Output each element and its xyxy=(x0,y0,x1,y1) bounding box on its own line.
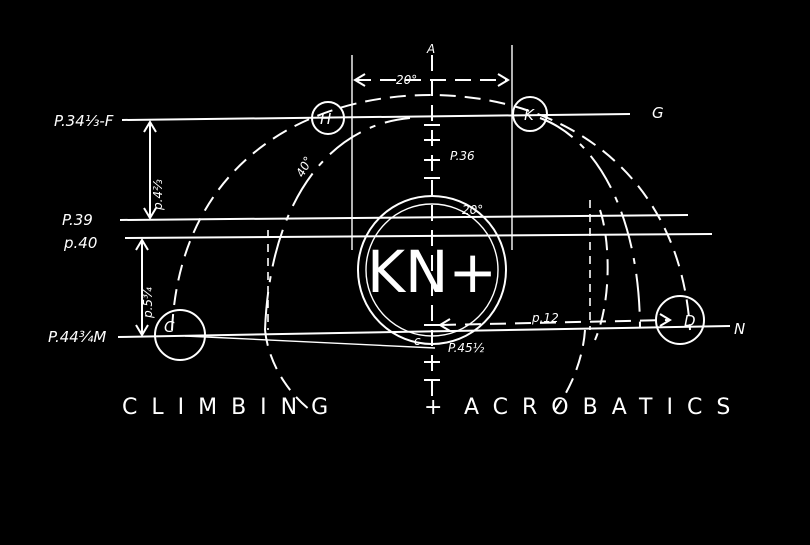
logo-outer-circle xyxy=(357,195,507,345)
inner-dashed-arc xyxy=(264,117,411,331)
point-d-label: D xyxy=(684,312,696,330)
dim-top-arrow-left xyxy=(353,73,366,87)
label-m: P.44¾M xyxy=(48,328,106,346)
inner-dashed-arc-right xyxy=(539,117,641,331)
point-g-label: G xyxy=(652,104,664,122)
line-f-g xyxy=(121,113,631,121)
point-c-circle xyxy=(154,309,206,361)
dim-p12-arrow-right xyxy=(659,313,672,327)
tagline-joiner: + xyxy=(424,395,456,420)
logo-inner-circle xyxy=(365,203,499,337)
dim-top-arrow-right xyxy=(497,73,510,87)
line-p40 xyxy=(124,233,713,239)
lower-arc-left xyxy=(264,329,311,411)
lower-arc-mid-right xyxy=(594,209,609,341)
point-n-label: N xyxy=(734,320,745,338)
line-m-n xyxy=(117,325,731,338)
label-p40: p.40 xyxy=(63,234,97,252)
point-k-circle xyxy=(512,96,548,132)
line-p39 xyxy=(119,214,689,221)
annotation-p45-1-2: P.45½ xyxy=(448,341,485,355)
annotation-p36: P.36 xyxy=(450,149,475,163)
annotation-angle-arc: 40° xyxy=(293,154,315,179)
annotation-p12: p.12 xyxy=(531,311,559,325)
label-p39: P.39 xyxy=(62,211,93,229)
left-dim-arrow-lower-bottom xyxy=(135,324,149,337)
annotation-p4-3: p.4⅔ xyxy=(151,179,165,211)
dim-p12-arrow-left xyxy=(438,318,451,332)
point-h-circle xyxy=(311,101,345,135)
logo-text: KN+ xyxy=(367,238,497,306)
tagline-left: CLIMBING xyxy=(122,395,342,420)
point-h-label: H xyxy=(320,110,331,128)
left-dim-arrow-lower-top xyxy=(135,238,149,251)
point-a-label: A xyxy=(426,42,435,56)
left-dim-arrow-top xyxy=(143,120,157,133)
point-d-circle xyxy=(655,295,705,345)
line-c-diagonal xyxy=(184,335,436,349)
annotation-p5-3-4: p.5¾ xyxy=(141,287,155,319)
point-k-label: K xyxy=(524,106,535,124)
point-c-small-label: c xyxy=(414,334,421,348)
outer-dashed-arc xyxy=(171,93,691,331)
lower-arc-right xyxy=(554,329,586,411)
tagline-right: ACROBATICS xyxy=(464,395,744,420)
point-c-label: C xyxy=(164,318,175,336)
left-dim-arrow-bottom xyxy=(143,207,157,220)
dim-p12 xyxy=(439,319,671,326)
annotation-angle-top: 20° xyxy=(396,73,417,87)
annotation-angle-inner: 20° xyxy=(462,203,483,217)
label-f: P.34⅓-F xyxy=(54,112,114,130)
